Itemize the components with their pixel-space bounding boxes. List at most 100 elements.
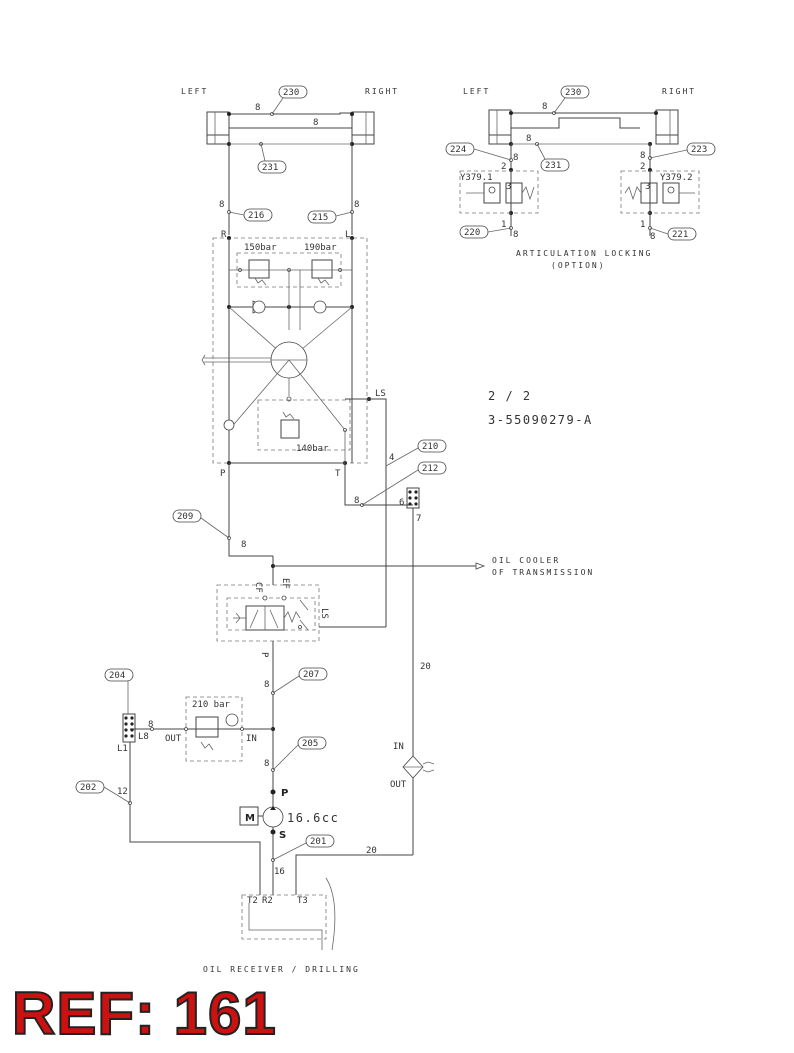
size-label: 8: [241, 540, 246, 550]
svg-text:L: L: [345, 230, 350, 240]
relief-valve-label: 140bar: [296, 444, 329, 454]
port-label: 3: [645, 182, 650, 192]
drawing-number: 3-55090279-A: [488, 413, 593, 427]
port-label: T3: [297, 896, 308, 906]
callout-bubble-202: 202: [75, 780, 131, 804]
size-label: 4: [389, 453, 394, 463]
port-label: 1: [640, 220, 645, 230]
priority-valve: [216, 556, 486, 895]
relief-valve-label: 150bar: [244, 243, 277, 253]
callout-bubble-230: 230: [553, 85, 590, 114]
size-label: 8: [219, 200, 224, 210]
svg-text:207: 207: [303, 670, 319, 680]
port-label: 2: [501, 162, 506, 172]
port-label: 2: [640, 162, 645, 172]
callout-bubble-223: 223: [649, 142, 716, 159]
oil-receiver-tank: [241, 877, 336, 951]
port-label: 6: [399, 498, 404, 508]
label-left-main: LEFT: [181, 87, 208, 96]
port-label: CF: [253, 582, 263, 593]
callout-bubble-230: 230: [271, 85, 308, 115]
steering-unit: R L: [201, 230, 387, 627]
callout-bubble-215: 215: [307, 210, 353, 224]
relief-valve-label: 210 bar: [192, 700, 231, 710]
size-label: 8: [354, 200, 359, 210]
port-label: 7: [416, 514, 421, 524]
left-connector-block: [122, 713, 261, 895]
lock-valve-label: Y379.2: [660, 173, 693, 183]
callout-bubble-201: 201: [272, 834, 335, 861]
label-left-articulation: LEFT: [463, 87, 490, 96]
svg-text:202: 202: [80, 783, 96, 793]
size-label: 8: [264, 680, 269, 690]
callout-bubble-205: 205: [272, 736, 327, 771]
callout-bubble-209: 209: [172, 509, 230, 539]
svg-text:221: 221: [672, 230, 688, 240]
size-label: 16: [274, 867, 285, 877]
callout-bubble-210: 210: [385, 439, 447, 467]
connector-block: [406, 487, 420, 855]
reference-number: REF: 161: [11, 980, 277, 1047]
lock-valve-right: [620, 170, 700, 214]
size-label: 8: [650, 232, 655, 242]
callout-bubble-231: 231: [257, 143, 287, 174]
port-label: T: [335, 469, 341, 479]
svg-text:210: 210: [422, 442, 438, 452]
callout-bubble-216: 216: [228, 208, 273, 222]
label-right-main: RIGHT: [365, 87, 399, 96]
size-label: 20: [420, 662, 431, 672]
size-label: 8: [313, 118, 318, 128]
port-label: IN: [393, 742, 404, 752]
articulation-cylinders: [488, 109, 679, 236]
svg-text:216: 216: [248, 211, 264, 221]
port-label: P: [259, 652, 269, 658]
size-label: 8: [354, 496, 359, 506]
oil-receiver-label: OIL RECEIVER / DRILLING: [203, 965, 360, 974]
port-label: IN: [246, 734, 257, 744]
svg-text:R: R: [221, 230, 227, 240]
callout-bubble-231: 231: [536, 143, 570, 172]
oil-cooler-label: OF TRANSMISSION: [492, 568, 594, 577]
size-label: 8: [264, 759, 269, 769]
return-filter: [295, 755, 435, 895]
port-label: L8: [138, 732, 149, 742]
oil-cooler-label: OIL COOLER: [492, 556, 560, 565]
steering-cylinders-main: [206, 111, 375, 235]
svg-text:224: 224: [450, 145, 466, 155]
svg-text:209: 209: [177, 512, 193, 522]
size-label: 12: [117, 787, 128, 797]
size-label: 8: [526, 134, 531, 144]
relief-valve-label: 190bar: [304, 243, 337, 253]
size-label: 8: [542, 102, 547, 112]
articulation-label: ARTICULATION LOCKING: [516, 249, 652, 258]
svg-text:205: 205: [302, 739, 318, 749]
port-label: 3: [506, 182, 511, 192]
port-label: OUT: [390, 780, 407, 790]
callout-bubble-221: 221: [649, 227, 697, 241]
port-label: T2: [247, 896, 258, 906]
callout-bubble-220: 220: [459, 225, 512, 239]
port-label: L1: [117, 744, 128, 754]
port-label: LS: [375, 389, 386, 399]
pump-port-label: S: [279, 830, 286, 841]
svg-text:231: 231: [545, 161, 561, 171]
hydraulic-pump: [239, 789, 284, 835]
port-label: R2: [262, 896, 273, 906]
size-label: 8: [640, 151, 645, 161]
port-label: EF: [280, 578, 290, 589]
svg-text:212: 212: [422, 464, 438, 474]
callout-bubble-207: 207: [272, 667, 328, 694]
svg-text:231: 231: [262, 163, 278, 173]
svg-text:223: 223: [691, 145, 707, 155]
callout-bubble-212: 212: [361, 461, 447, 506]
callout-bubble-224: 224: [445, 142, 512, 161]
svg-text:201: 201: [310, 837, 326, 847]
lock-valve-label: Y379.1: [460, 173, 493, 183]
svg-text:215: 215: [312, 213, 328, 223]
size-label: 8: [255, 103, 260, 113]
callout-bubble-204: 204: [104, 668, 134, 714]
port-label: P: [220, 469, 226, 479]
pump-port-label: P: [281, 788, 288, 799]
